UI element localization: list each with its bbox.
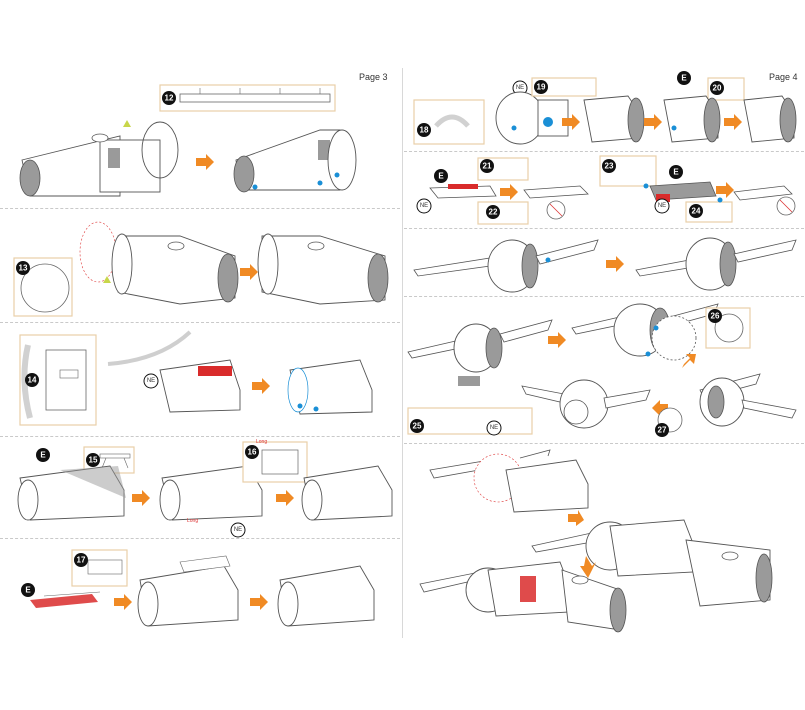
step-arrow	[132, 490, 150, 506]
e-marker-text: E	[25, 586, 31, 595]
separator	[0, 208, 400, 209]
step-arrow	[716, 182, 734, 198]
step-number-27: 27	[658, 426, 667, 435]
step-13-group: 13	[13, 221, 389, 317]
step-number-13: 13	[19, 264, 28, 273]
separator	[0, 436, 400, 437]
wing-attach-group	[413, 237, 797, 293]
step-arrow	[114, 594, 132, 610]
step-badge-18	[417, 123, 431, 137]
e-marker	[677, 71, 691, 85]
step-badge-23	[602, 159, 616, 173]
ne-marker	[416, 198, 432, 214]
separator	[404, 296, 804, 297]
e-marker-text: E	[40, 451, 46, 460]
e-marker	[36, 448, 50, 462]
ne-marker	[654, 198, 670, 214]
ne-marker-text: NE	[420, 203, 428, 209]
ne-marker	[143, 373, 159, 389]
step-arrow	[562, 114, 580, 130]
step-15-16-group: E 15 16 Long Long NE	[17, 439, 393, 538]
step-badge-26	[708, 309, 722, 323]
step-badge-13	[16, 261, 30, 275]
ne-marker	[230, 522, 246, 538]
step-badge-17	[74, 553, 88, 567]
long-label: Long	[256, 439, 267, 445]
ne-marker-text: NE	[147, 378, 155, 384]
step-arrow	[548, 332, 566, 348]
step-number-12: 12	[165, 94, 174, 103]
ne-marker	[486, 420, 502, 436]
step-arrow	[250, 594, 268, 610]
step-arrow	[240, 264, 258, 280]
step-badge-16	[245, 445, 259, 459]
step-badge-27	[655, 423, 669, 437]
ne-marker-text: NE	[234, 527, 242, 533]
step-badge-15	[86, 453, 100, 467]
step-number-24: 24	[692, 207, 701, 216]
ne-marker-text: NE	[516, 85, 524, 91]
step-number-15: 15	[89, 456, 98, 465]
step-badge-19	[534, 80, 548, 94]
step-18-20-group: 18 NE 19 E 20	[413, 71, 797, 145]
step-badge-21	[480, 159, 494, 173]
step-14-group: 14 NE	[19, 330, 373, 426]
step-number-22: 22	[489, 208, 498, 217]
step-badge-24	[689, 204, 703, 218]
step-arrow	[644, 114, 662, 130]
e-marker	[21, 583, 35, 597]
page-3-label: Page 3	[359, 72, 388, 82]
step-number-19: 19	[537, 83, 546, 92]
step-number-20: 20	[713, 84, 722, 93]
step-number-14: 14	[28, 376, 37, 385]
step-25-27-group: 25 NE 26 27	[407, 303, 797, 437]
separator	[0, 322, 400, 323]
separator	[404, 151, 804, 152]
step-arrow	[196, 154, 214, 170]
separator	[404, 443, 804, 444]
step-number-18: 18	[420, 126, 429, 135]
e-marker-text: E	[673, 168, 679, 177]
step-arrow	[682, 354, 696, 368]
step-badge-20	[710, 81, 724, 95]
step-badge-14	[25, 373, 39, 387]
page-4-label: Page 4	[769, 72, 798, 82]
step-17-group: 17 E	[21, 549, 375, 627]
e-marker-text: E	[681, 74, 687, 83]
step-number-21: 21	[483, 162, 492, 171]
ne-marker-text: NE	[658, 203, 666, 209]
step-badge-22	[486, 205, 500, 219]
step-arrow	[500, 184, 518, 200]
page-divider	[402, 68, 403, 638]
step-arrow	[606, 256, 624, 272]
step-21-24-group: E NE 21 22 23 E NE 24	[416, 155, 796, 225]
step-number-23: 23	[605, 162, 614, 171]
step-arrow	[252, 378, 270, 394]
final-assembly-group	[419, 449, 773, 633]
ne-marker-text: NE	[490, 425, 498, 431]
step-badge-25	[410, 419, 424, 433]
step-number-17: 17	[77, 556, 86, 565]
step-arrow	[276, 490, 294, 506]
e-marker-text: E	[438, 172, 444, 181]
e-marker	[669, 165, 683, 179]
step-number-25: 25	[413, 422, 422, 431]
step-number-26: 26	[711, 312, 720, 321]
step-arrow	[568, 510, 584, 526]
step-number-16: 16	[248, 448, 257, 457]
long-label: Long	[187, 518, 198, 524]
separator	[404, 228, 804, 229]
step-badge-12	[162, 91, 176, 105]
step-arrow	[724, 114, 742, 130]
separator	[0, 538, 400, 539]
step-12-group: 12	[19, 84, 357, 197]
step-arrow	[580, 556, 596, 578]
e-marker	[434, 169, 448, 183]
